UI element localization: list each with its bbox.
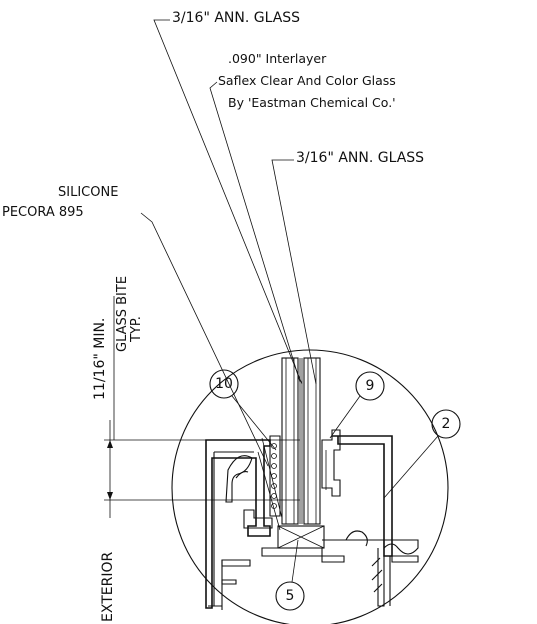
silicone-bead <box>257 435 283 531</box>
label-exterior: EXTERIOR <box>100 552 116 622</box>
label-interlayer-3: By 'Eastman Chemical Co.' <box>228 95 396 110</box>
interior-frame <box>321 435 419 607</box>
label-outer-glass: 3/16" ANN. GLASS <box>172 10 300 26</box>
leader-inner-glass <box>271 159 317 385</box>
label-glass-bite-typ: TYP. <box>129 316 144 343</box>
exterior-frame <box>205 439 323 610</box>
leader-lines <box>113 19 317 467</box>
laminated-glass <box>281 357 321 525</box>
detail-circle <box>171 349 449 624</box>
callout-9: 9 <box>329 371 385 439</box>
callout-2: 2 <box>383 409 461 499</box>
bite-dimension <box>104 420 300 518</box>
label-inner-glass: 3/16" ANN. GLASS <box>296 150 424 166</box>
svg-text:10: 10 <box>215 376 233 392</box>
label-interlayer-1: .090" Interlayer <box>228 51 327 66</box>
label-silicone-1: SILICONE <box>58 185 118 200</box>
label-interlayer-2: Saflex Clear And Color Glass <box>218 73 396 88</box>
label-silicone-2: PECORA 895 <box>2 205 84 220</box>
svg-text:5: 5 <box>286 588 295 604</box>
svg-text:9: 9 <box>366 378 375 394</box>
leader-outer-glass <box>153 19 303 385</box>
setting-block <box>277 525 325 549</box>
label-bite-dimension: 11/16" MIN. <box>92 318 108 400</box>
interior-gasket <box>321 429 341 497</box>
callout-5: 5 <box>275 539 305 611</box>
label-glass-bite: GLASS BITE <box>115 276 130 352</box>
leader-silicone <box>140 212 269 467</box>
svg-text:2: 2 <box>442 416 451 432</box>
callout-10: 10 <box>209 369 277 451</box>
leader-interlayer <box>209 81 301 383</box>
